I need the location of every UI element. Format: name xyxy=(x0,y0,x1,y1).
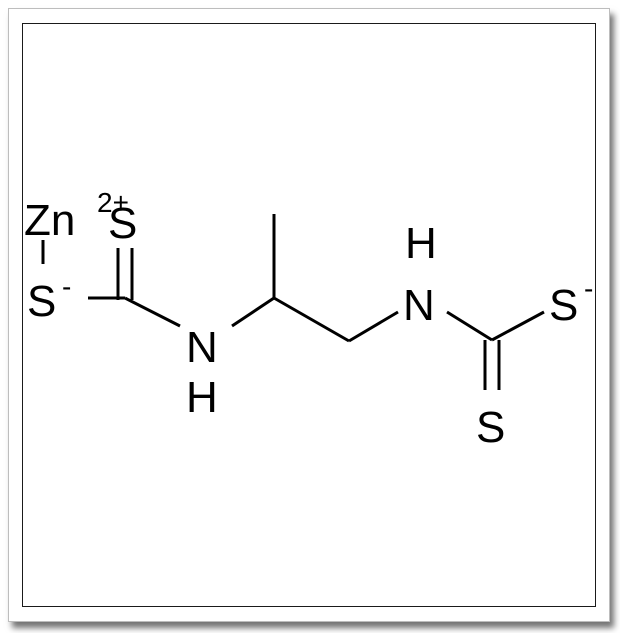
atom-h-left: H xyxy=(186,373,218,422)
atom-s-right: S xyxy=(549,281,578,330)
atom-s-left: S xyxy=(27,277,56,326)
atom-n-left: N xyxy=(186,323,218,372)
bond-n-c-right xyxy=(446,310,493,342)
image-frame xyxy=(8,8,610,622)
charge-s-left: - xyxy=(62,271,71,302)
diagram-border xyxy=(22,23,596,607)
charge-zn: 2+ xyxy=(97,187,129,218)
bond-n-ch xyxy=(231,296,275,328)
bond-ch-ch2 xyxy=(273,296,350,343)
bond-c-n-left xyxy=(124,296,181,328)
atom-h-right: H xyxy=(405,219,437,268)
bond-c-s-right xyxy=(491,310,545,342)
atom-s-top: S xyxy=(108,199,137,248)
atom-n-right: N xyxy=(403,281,435,330)
atom-zn: Zn xyxy=(24,196,75,245)
charge-s-right: - xyxy=(584,273,593,304)
atom-s-bottom: S xyxy=(476,403,505,452)
bond-ch2-n-right xyxy=(348,310,399,343)
